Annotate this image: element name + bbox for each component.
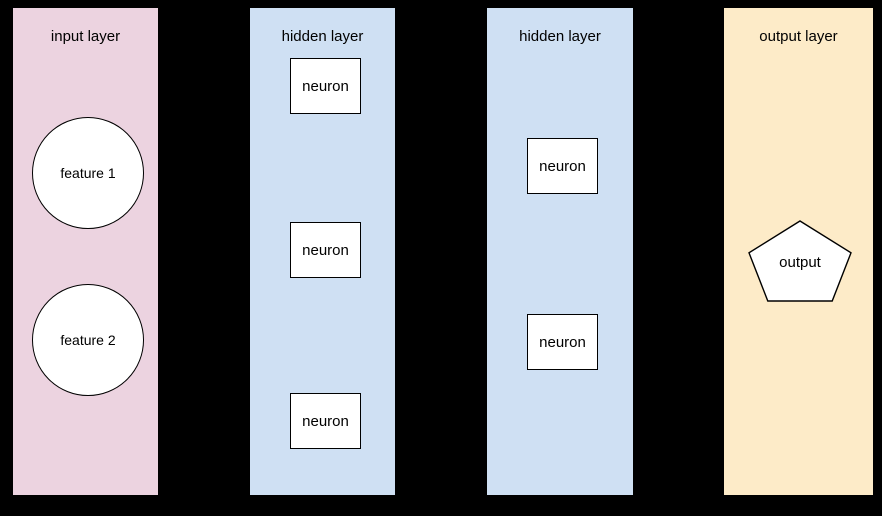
layer-title-hidden2: hidden layer: [519, 28, 601, 45]
layer-title-output: output layer: [759, 28, 838, 45]
node-label-h1n1: neuron: [302, 77, 349, 95]
pentagon-shape: [748, 220, 852, 302]
node-h2n1[interactable]: neuron: [527, 138, 598, 194]
node-label-h1n3: neuron: [302, 412, 349, 430]
node-out1[interactable]: output: [748, 220, 852, 302]
node-h2n2[interactable]: neuron: [527, 314, 598, 370]
node-label-feature1: feature 1: [60, 165, 116, 181]
node-label-h1n2: neuron: [302, 241, 349, 259]
node-h1n1[interactable]: neuron: [290, 58, 361, 114]
node-feature1[interactable]: feature 1: [32, 117, 144, 229]
layer-panel-hidden2: hidden layer: [487, 8, 633, 495]
node-label-feature2: feature 2: [60, 332, 116, 348]
layer-panel-input: input layer: [13, 8, 158, 495]
layer-title-hidden1: hidden layer: [281, 28, 364, 45]
node-label-h2n2: neuron: [539, 333, 586, 351]
node-label-out1: output: [779, 254, 821, 272]
node-label-h2n1: neuron: [539, 157, 586, 175]
layer-title-input: input layer: [50, 28, 121, 45]
node-feature2[interactable]: feature 2: [32, 284, 144, 396]
node-h1n2[interactable]: neuron: [290, 222, 361, 278]
node-h1n3[interactable]: neuron: [290, 393, 361, 449]
